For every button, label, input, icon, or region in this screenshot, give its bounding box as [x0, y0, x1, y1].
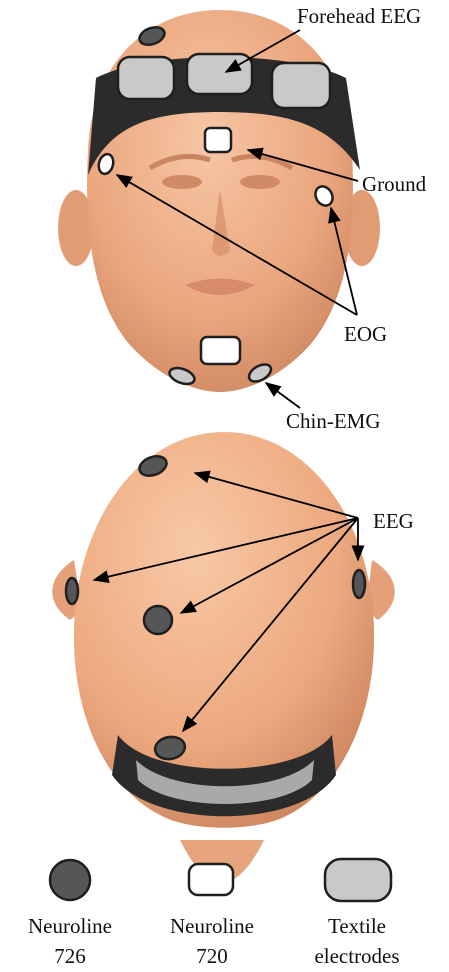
textile-electrode-left [118, 57, 174, 99]
label-eog: EOG [344, 322, 387, 346]
legend-label-neuroline-726-line1: Neuroline [28, 914, 112, 938]
eeg-electrode-middle [144, 606, 172, 634]
eeg-electrode-left [66, 578, 78, 604]
legend-label-neuroline-726-line2: 726 [54, 944, 86, 968]
label-chin-emg: Chin-EMG [286, 409, 381, 433]
legend-label-textile-line1: Textile [328, 914, 386, 938]
front-head [58, 10, 380, 392]
legend-label-neuroline-720-line2: 720 [196, 944, 228, 968]
top-head [52, 432, 395, 883]
legend-icon-textile [325, 859, 391, 901]
legend-icon-neuroline-720 [189, 864, 233, 895]
label-ground: Ground [362, 172, 427, 196]
left-eye [162, 175, 202, 189]
textile-electrode-right [272, 63, 330, 108]
legend-icon-neuroline-726 [50, 860, 90, 900]
legend-label-textile-line2: electrodes [314, 944, 399, 968]
label-eeg: EEG [373, 509, 414, 533]
chin-white-electrode [201, 337, 240, 364]
textile-electrode-center [187, 54, 252, 94]
legend: Neuroline 726 Neuroline 720 Textile elec… [28, 859, 400, 968]
label-forehead-eeg: Forehead EEG [297, 4, 421, 28]
ground-electrode [205, 128, 231, 152]
arrow-chin-emg [266, 383, 300, 408]
right-eye [240, 175, 280, 189]
eeg-electrode-right [353, 570, 365, 598]
legend-label-neuroline-720-line1: Neuroline [170, 914, 254, 938]
